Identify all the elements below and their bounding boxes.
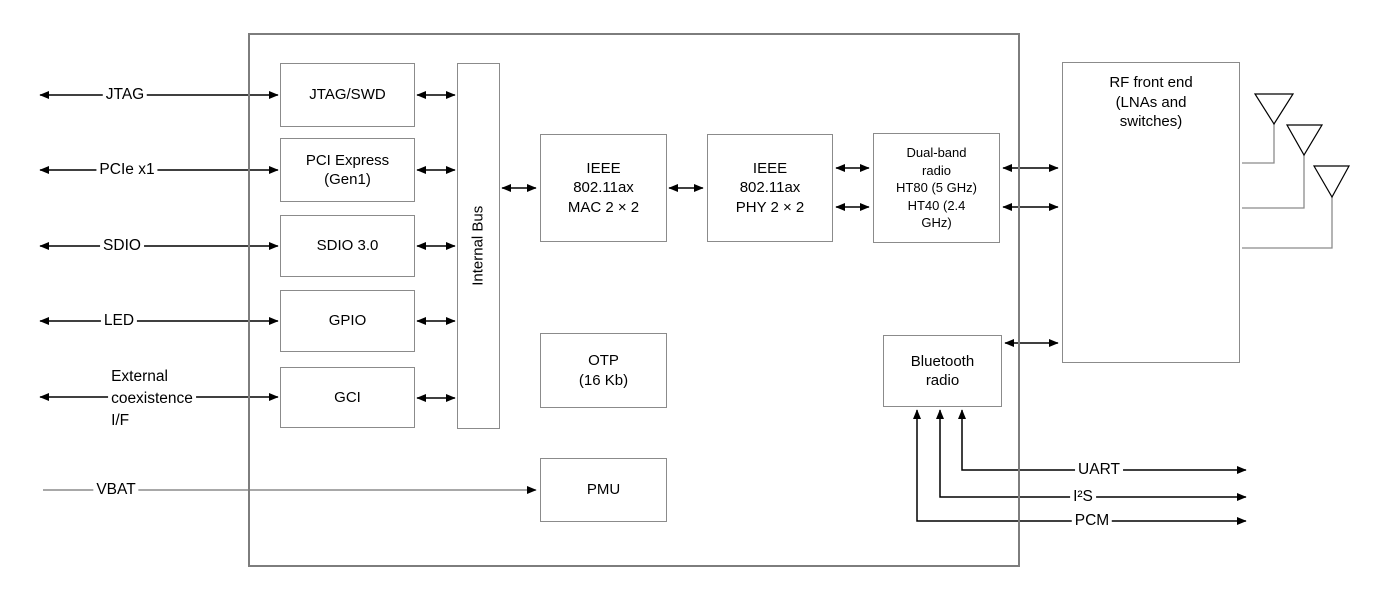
- internal-bus-label: Internal Bus: [469, 205, 487, 287]
- port-label-vbat: VBAT: [93, 479, 139, 501]
- block-bluetooth-radio: Bluetooth radio: [883, 335, 1002, 407]
- port-label-led: LED: [100, 310, 138, 332]
- antenna-1-feed-line: [1242, 124, 1275, 164]
- antenna-2: [1242, 124, 1324, 209]
- block-rf-front-end: RF front end (LNAs and switches): [1062, 62, 1240, 363]
- port-label-pcm: PCM: [1071, 510, 1113, 532]
- block-wlan-phy: IEEE 802.11ax PHY 2 × 2: [707, 134, 833, 242]
- block-jtag-swd: JTAG/SWD: [280, 63, 415, 127]
- chip-boundary: [248, 33, 1020, 567]
- port-label-coex: External coexistence I/F: [108, 366, 196, 432]
- antenna-1: [1242, 93, 1295, 164]
- antenna-3: [1242, 165, 1351, 249]
- block-pmu: PMU: [540, 458, 667, 522]
- block-gpio: GPIO: [280, 290, 415, 352]
- block-wlan-mac: IEEE 802.11ax MAC 2 × 2: [540, 134, 667, 242]
- antenna-1-icon: [1253, 93, 1295, 126]
- antenna-3-feed-line: [1242, 197, 1333, 249]
- block-otp: OTP (16 Kb): [540, 333, 667, 408]
- port-label-sdio: SDIO: [100, 235, 144, 257]
- port-label-jtag: JTAG: [102, 84, 148, 106]
- port-label-i2s: I²S: [1070, 486, 1096, 508]
- antenna-3-icon: [1312, 165, 1351, 199]
- block-gci: GCI: [280, 367, 415, 428]
- port-label-uart: UART: [1075, 459, 1123, 481]
- block-dual-band-radio: Dual-band radio HT80 (5 GHz) HT40 (2.4 G…: [873, 133, 1000, 243]
- block-sdio: SDIO 3.0: [280, 215, 415, 277]
- block-pci-express: PCI Express (Gen1): [280, 138, 415, 202]
- antenna-2-feed-line: [1242, 155, 1305, 209]
- antenna-2-icon: [1285, 124, 1324, 157]
- port-label-pcie: PCIe x1: [96, 159, 158, 181]
- line-pcm: [913, 409, 1247, 525]
- block-internal-bus: Internal Bus: [457, 63, 500, 429]
